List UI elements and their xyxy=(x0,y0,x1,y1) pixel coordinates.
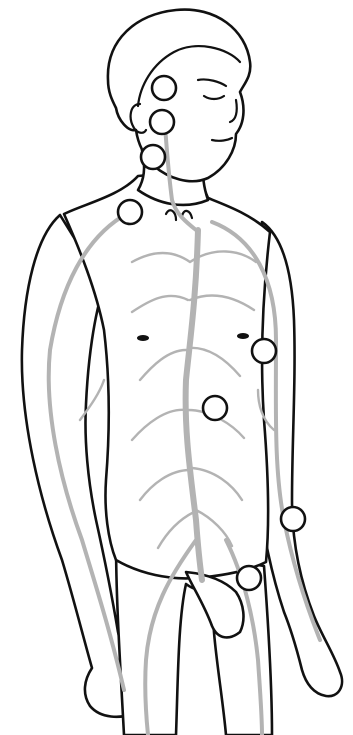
lymph-node-icon xyxy=(281,507,305,531)
lymph-node-icon xyxy=(150,110,174,134)
lymph-node-icon xyxy=(118,200,142,224)
body-outline xyxy=(22,10,342,735)
lymph-node-icon xyxy=(252,339,276,363)
lymph-node-icon xyxy=(141,145,165,169)
lymph-node-icon xyxy=(203,396,227,420)
head xyxy=(108,10,250,182)
lymph-node-icon xyxy=(152,76,176,100)
nipple-left xyxy=(237,333,249,339)
lymph-node-icon xyxy=(237,566,261,590)
nipple-right xyxy=(137,335,149,341)
